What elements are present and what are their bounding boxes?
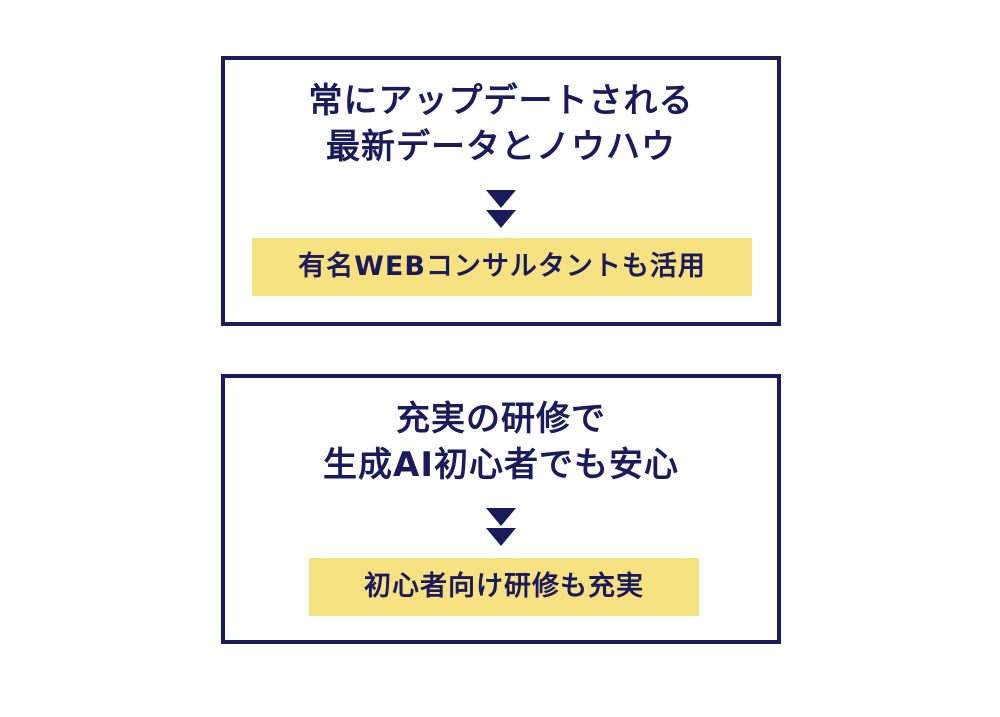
- card-heading: 充実の研修で 生成AI初心者でも安心: [225, 396, 777, 488]
- card-heading-line: 最新データとノウハウ: [326, 127, 676, 167]
- card-heading-line: 充実の研修で: [396, 399, 606, 439]
- card-heading: 常にアップデートされる 最新データとノウハウ: [225, 78, 777, 170]
- feature-card-training: 充実の研修で 生成AI初心者でも安心 初心者向け研修も充実: [221, 374, 781, 644]
- card-highlight: 初心者向け研修も充実: [309, 558, 699, 616]
- card-heading-line: 常にアップデートされる: [308, 81, 694, 121]
- feature-card-update: 常にアップデートされる 最新データとノウハウ 有名WEBコンサルタントも活用: [221, 56, 781, 326]
- card-highlight: 有名WEBコンサルタントも活用: [252, 238, 752, 296]
- card-heading-line: 生成AI初心者でも安心: [323, 445, 679, 485]
- down-arrow-icon: [486, 508, 516, 548]
- down-arrow-icon: [486, 190, 516, 230]
